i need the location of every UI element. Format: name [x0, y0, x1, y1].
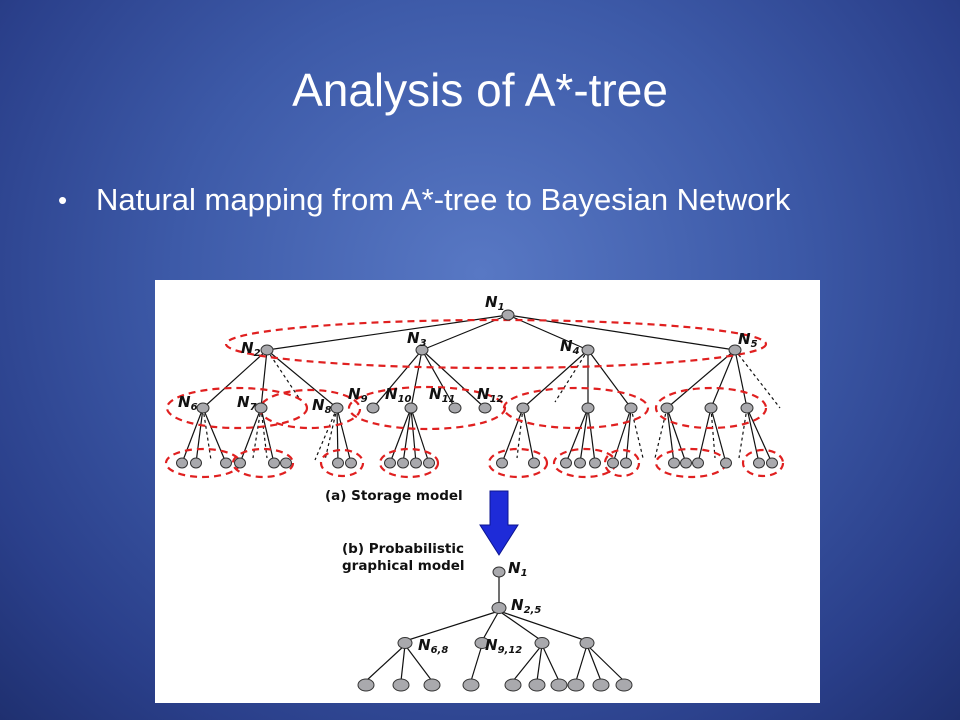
pgm-label-n912: N9,12 — [485, 636, 522, 656]
pgm-node — [492, 566, 506, 578]
tree-node — [728, 344, 742, 356]
label-n5: N5 — [738, 330, 758, 350]
bullet-list: • Natural mapping from A*-tree to Bayesi… — [58, 180, 858, 220]
tree-node — [448, 402, 462, 414]
label-n9: N9 — [348, 385, 368, 405]
tree-node — [330, 402, 344, 414]
group-outline — [603, 448, 641, 478]
pgm-node — [491, 602, 507, 614]
label-n4: N4 — [560, 337, 580, 357]
group-outline — [502, 386, 650, 430]
group-outline — [319, 448, 365, 478]
storage-model-caption: (a) Storage model — [325, 488, 463, 504]
down-arrow-icon — [479, 490, 519, 556]
bullet-text: Natural mapping from A*-tree to Bayesian… — [96, 182, 791, 217]
tree-node — [581, 402, 595, 414]
tree-node — [415, 344, 429, 356]
pgm-caption-line2: graphical model — [342, 558, 465, 574]
tree-node — [404, 402, 418, 414]
tree-diagram: N1 N2 N3 N4 N5 N6 N7 N8 N9 N10 N11 N12 (… — [164, 293, 785, 692]
tree-figure: N1 N2 N3 N4 N5 N6 N7 N8 N9 N10 N11 N12 (… — [155, 280, 820, 703]
label-n3: N3 — [407, 329, 427, 349]
level1-group-outline — [224, 318, 768, 370]
group-outline — [378, 447, 440, 479]
label-n1: N1 — [485, 293, 505, 313]
pgm-node — [397, 637, 413, 649]
pgm-tree: N1 N2,5 N6,8 N9,12 — [357, 559, 633, 692]
tree-node — [254, 402, 268, 414]
group-outline — [741, 448, 785, 478]
label-n12: N12 — [477, 385, 504, 405]
bullet-item: • Natural mapping from A*-tree to Bayesi… — [58, 180, 858, 220]
tree-node — [516, 402, 530, 414]
label-n10: N10 — [385, 385, 412, 405]
group-outline — [231, 447, 295, 479]
slide-title: Analysis of A*-tree — [292, 64, 668, 116]
label-n7: N7 — [237, 393, 257, 413]
tree-node — [581, 344, 595, 356]
pgm-label-n25: N2,5 — [511, 596, 541, 616]
pgm-node — [534, 637, 550, 649]
label-n6: N6 — [178, 393, 198, 413]
tree-node — [660, 402, 674, 414]
tree-node — [260, 344, 274, 356]
group-outline — [258, 388, 362, 430]
storage-model-tree: N1 N2 N3 N4 N5 N6 N7 N8 N9 N10 N11 N12 — [164, 293, 785, 479]
pgm-node — [474, 637, 490, 649]
label-n11: N11 — [429, 385, 455, 405]
label-n2: N2 — [241, 339, 261, 359]
storage-leaf-nodes — [176, 457, 778, 469]
group-outline — [654, 386, 768, 430]
pgm-label-n1: N1 — [508, 559, 528, 579]
pgm-label-n68: N6,8 — [418, 636, 448, 656]
tree-node — [740, 402, 754, 414]
pgm-caption-line1: (b) Probabilistic — [342, 541, 464, 557]
tree-node — [704, 402, 718, 414]
bullet-dot-icon: • — [58, 185, 68, 215]
tree-node — [624, 402, 638, 414]
group-outline — [487, 447, 549, 479]
tree-node — [196, 402, 210, 414]
tree-node — [501, 309, 515, 321]
tree-node — [478, 402, 492, 414]
group-outline — [165, 386, 309, 430]
pgm-node — [579, 637, 595, 649]
pgm-leaf-nodes — [357, 678, 633, 692]
label-n8: N8 — [312, 396, 332, 416]
tree-node — [366, 402, 380, 414]
